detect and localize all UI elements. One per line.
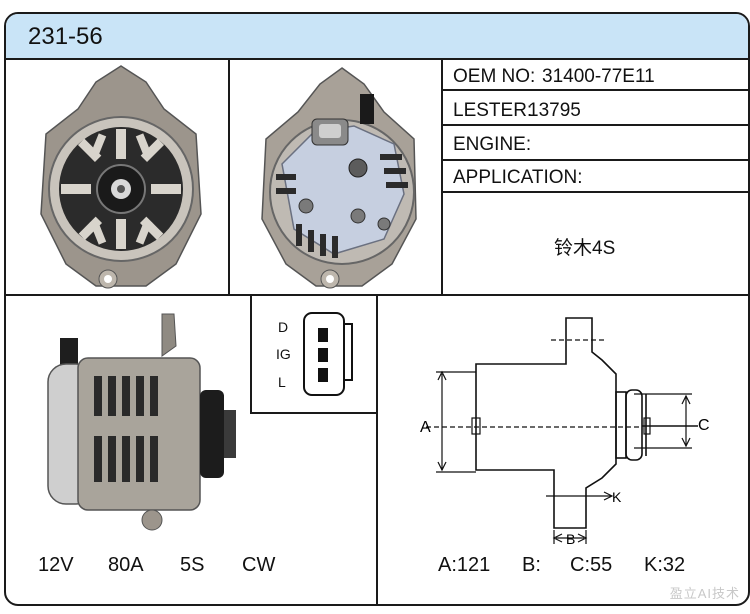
dim-b-value: B: xyxy=(522,554,541,576)
spec-voltage: 12V xyxy=(38,554,74,576)
alternator-rear-photo xyxy=(261,67,417,289)
dim-c-value: C:55 xyxy=(570,554,613,576)
application-value: 铃木4S xyxy=(554,238,616,259)
dim-a-marker: A xyxy=(420,419,431,436)
title-bar: 231-56 xyxy=(6,14,748,60)
connector-box-bottom xyxy=(250,412,378,414)
spec-sheet: 231-56 OEM NO: 31400-77E11 LESTER: 13795… xyxy=(4,12,750,606)
engine-label: ENGINE: xyxy=(453,134,532,155)
dim-b-marker: B xyxy=(566,531,575,547)
connector-pin-ig: IG xyxy=(276,346,291,362)
info-row-line-2 xyxy=(441,124,748,126)
info-row-line-1 xyxy=(441,89,748,91)
lester-label: LESTER: xyxy=(453,100,533,121)
grid-line-top-2 xyxy=(441,58,443,294)
watermark: 盈立AI技术 xyxy=(669,586,740,601)
alternator-front-photo xyxy=(40,65,202,289)
spec-pulley: 5S xyxy=(180,554,205,576)
grid-line-bottom xyxy=(376,294,378,604)
grid-line-top-1 xyxy=(228,58,230,294)
dim-a-value: A:121 xyxy=(438,554,491,576)
dim-k-value: K:32 xyxy=(644,554,686,576)
dim-c-marker: C xyxy=(698,417,710,434)
oem-label: OEM NO: xyxy=(453,66,536,87)
dim-k-marker: K xyxy=(612,489,622,505)
alternator-side-photo xyxy=(47,313,236,531)
oem-value: 31400-77E11 xyxy=(542,66,655,87)
info-row-line-4 xyxy=(441,191,748,193)
connector-pin-d: D xyxy=(278,319,289,335)
connector-pin-l: L xyxy=(278,374,286,390)
dimension-drawing: A C K B xyxy=(420,317,710,547)
spec-rotation: CW xyxy=(242,554,276,576)
connector-box-left xyxy=(250,294,252,414)
info-row-line-3 xyxy=(441,159,748,161)
part-number-title: 231-56 xyxy=(28,23,103,50)
spec-current: 80A xyxy=(108,554,144,576)
application-label: APPLICATION: xyxy=(453,167,583,188)
lester-value: 13795 xyxy=(528,100,581,121)
connector-diagram xyxy=(303,312,353,396)
